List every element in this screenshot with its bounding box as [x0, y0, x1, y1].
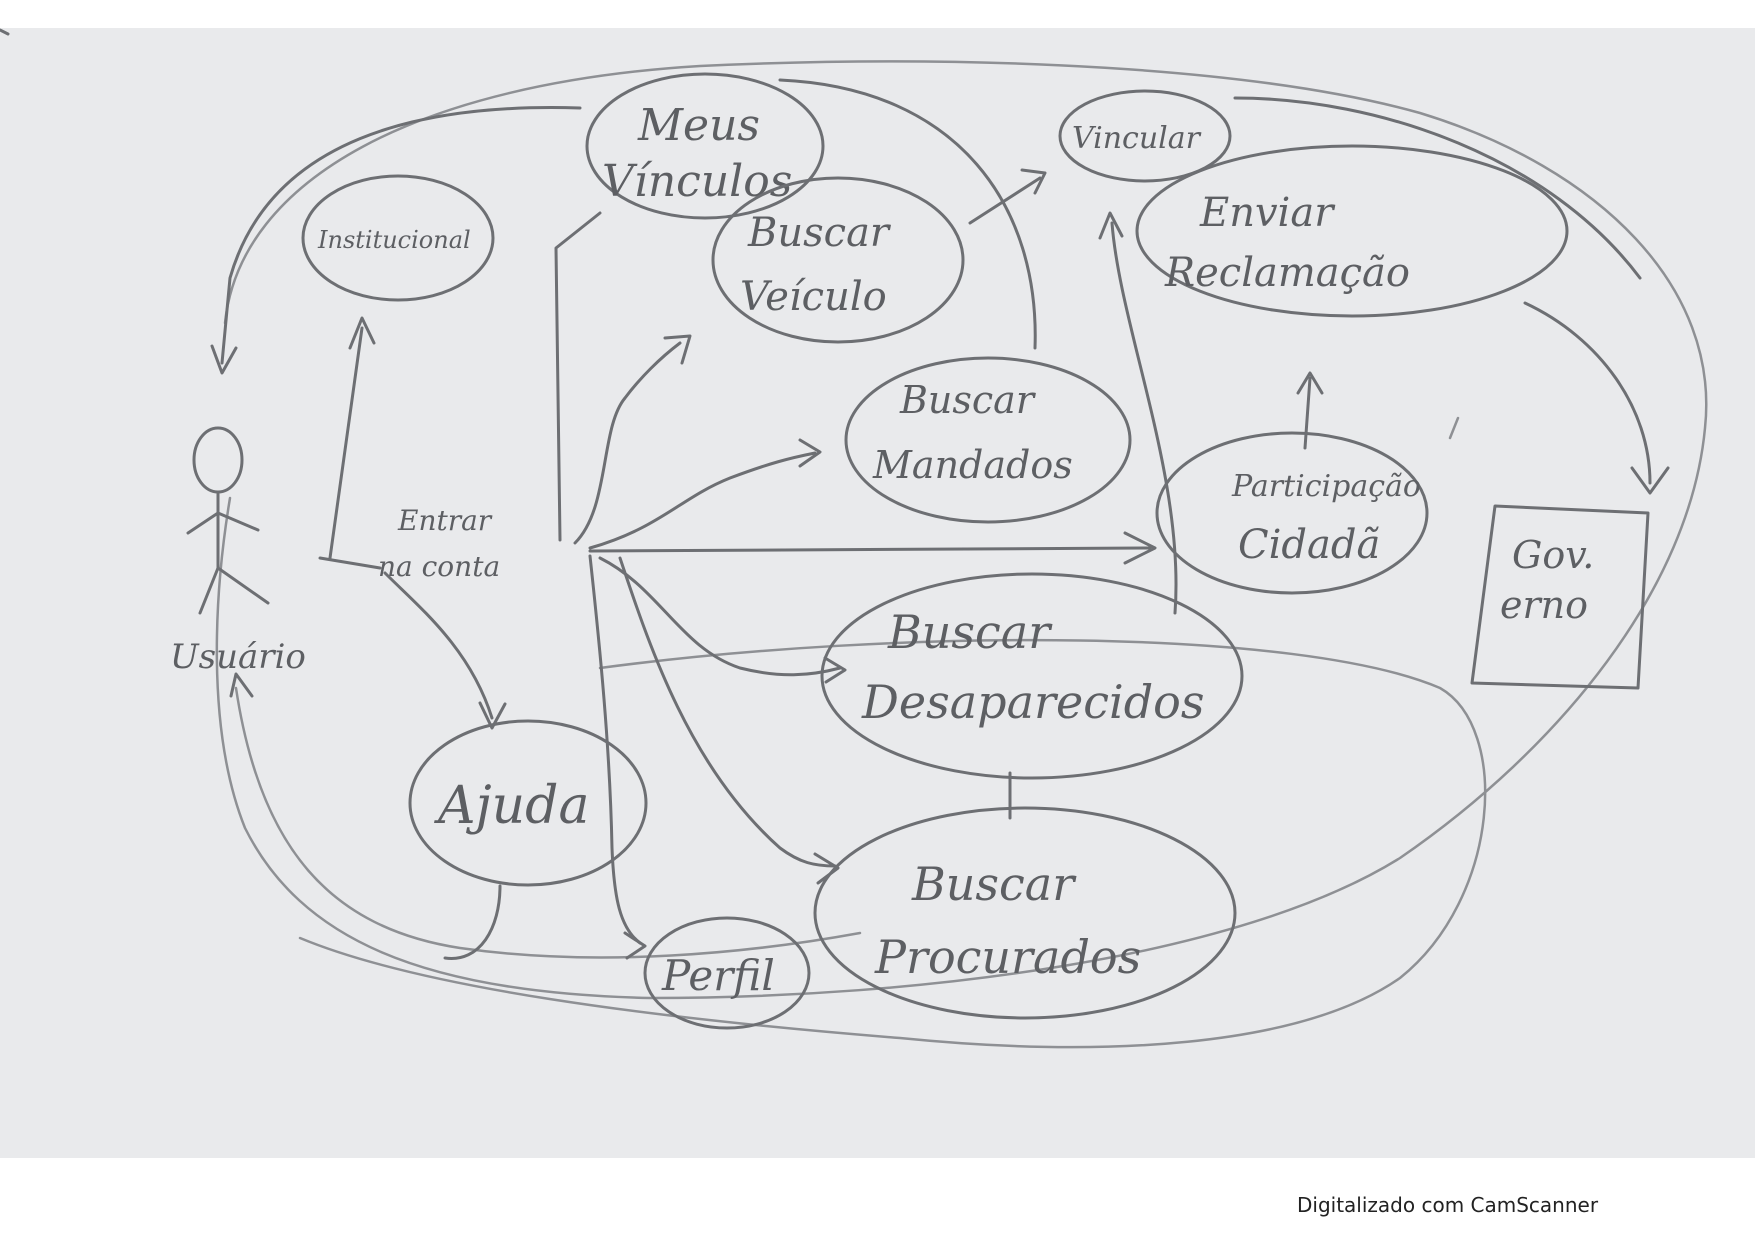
arrow-enviar-governo: [1523, 301, 1652, 485]
ajuda-label: Ajuda: [434, 776, 589, 836]
meus-vinculos-label-2: Vínculos: [602, 156, 792, 207]
arrowhead-right: [1123, 531, 1157, 565]
governo-label-1: Gov.: [1512, 533, 1594, 577]
arrow-hub-desaparecidos: [598, 556, 842, 677]
enviar-reclamacao-label-2: Reclamação: [1164, 250, 1410, 296]
arrowhead-desaparecidos: [823, 656, 847, 684]
buscar-desaparecidos-label-1: Buscar: [887, 605, 1053, 659]
governo-box: [1470, 504, 1650, 690]
institucional-label: Institucional: [317, 226, 471, 254]
buscar-veiculo-label-2: Veículo: [740, 274, 887, 320]
vincular-ellipse: [1058, 89, 1232, 183]
arrow-participacao-enviar: [1303, 376, 1312, 450]
stray-mark: [1448, 416, 1460, 440]
participacao-cidada-label-2: Cidadã: [1238, 522, 1380, 568]
buscar-mandados-label-1: Buscar: [899, 378, 1037, 422]
arrow-hub-meus-vinculos: [554, 211, 602, 542]
arrowhead-user-bottom: [229, 672, 254, 698]
arrowhead-enviar: [1296, 371, 1324, 395]
corner-mark: [0, 28, 10, 36]
meus-vinculos-label-1: Meus: [637, 100, 760, 151]
participacao-cidada-label-1: Participação: [1231, 469, 1421, 504]
arrowhead-procurados: [813, 852, 840, 885]
use-case-diagram: Usuário Entrar na conta Meus Ví: [0, 28, 1708, 1049]
user-to-hub-line: [318, 556, 382, 570]
participacao-cidada-ellipse: [1155, 431, 1429, 595]
vincular-label: Vincular: [1072, 121, 1202, 156]
enviar-reclamacao-ellipse: [1135, 144, 1569, 318]
buscar-veiculo-ellipse: [711, 176, 965, 344]
actor-figure: [186, 426, 270, 615]
arrowhead-perfil: [623, 931, 647, 960]
arrowhead-veiculo: [663, 334, 692, 365]
scanned-sheet: Usuário Entrar na conta Meus Ví: [0, 28, 1755, 1158]
buscar-veiculo-label-1: Buscar: [747, 210, 892, 256]
governo-label-2: erno: [1500, 583, 1588, 627]
hub-label-line-1: Entrar: [397, 504, 493, 537]
loop-vincular-right: [1233, 96, 1642, 280]
buscar-procurados-label-2: Procurados: [874, 930, 1141, 984]
ajuda-ellipse: [408, 719, 648, 887]
outer-loop-left: [234, 686, 862, 959]
arrow-hub-institucional: [328, 326, 364, 560]
buscar-mandados-ellipse: [844, 356, 1132, 524]
arrow-desaparecidos-vincular: [1110, 221, 1178, 615]
arrowhead-governo: [1630, 466, 1670, 495]
arrow-hub-perfil: [588, 554, 642, 945]
meus-vinculos-ellipse: [585, 72, 825, 220]
arrowhead-ajuda: [478, 701, 507, 730]
arrowhead-institucional: [348, 316, 376, 350]
loop-meus-mandados: [778, 78, 1037, 350]
enviar-reclamacao-label-1: Enviar: [1199, 190, 1336, 236]
arrow-to-user-top: [220, 106, 582, 365]
perfil-ellipse: [643, 916, 811, 1030]
actor-label: Usuário: [170, 637, 306, 677]
arrow-hub-ajuda: [383, 571, 494, 720]
arrow-hub-veiculo: [573, 341, 682, 545]
buscar-desaparecidos-ellipse: [820, 572, 1244, 780]
arrowhead-mandados: [798, 438, 822, 468]
institucional-ellipse: [301, 174, 495, 302]
scanner-watermark: Digitalizado com CamScanner: [1297, 1193, 1599, 1217]
buscar-desaparecidos-label-2: Desaparecidos: [861, 675, 1204, 729]
arrowhead-vincular: [1020, 168, 1047, 195]
arrowhead-user-top: [210, 344, 238, 375]
arrow-hub-procurados: [618, 556, 837, 868]
arrow-veiculo-vincular: [968, 176, 1042, 225]
arrowhead-up-vincular: [1098, 211, 1124, 240]
outer-loop-bottom: [298, 638, 1487, 1049]
arrow-hub-right: [588, 546, 1152, 553]
buscar-mandados-label-2: Mandados: [872, 443, 1073, 487]
arrow-hub-mandados: [588, 451, 817, 550]
buscar-procurados-label-1: Buscar: [911, 857, 1077, 911]
perfil-label: Perfil: [661, 951, 775, 1000]
ajuda-down-line: [443, 884, 502, 960]
buscar-procurados-ellipse: [813, 806, 1237, 1020]
hub-label-line-2: na conta: [378, 550, 500, 583]
